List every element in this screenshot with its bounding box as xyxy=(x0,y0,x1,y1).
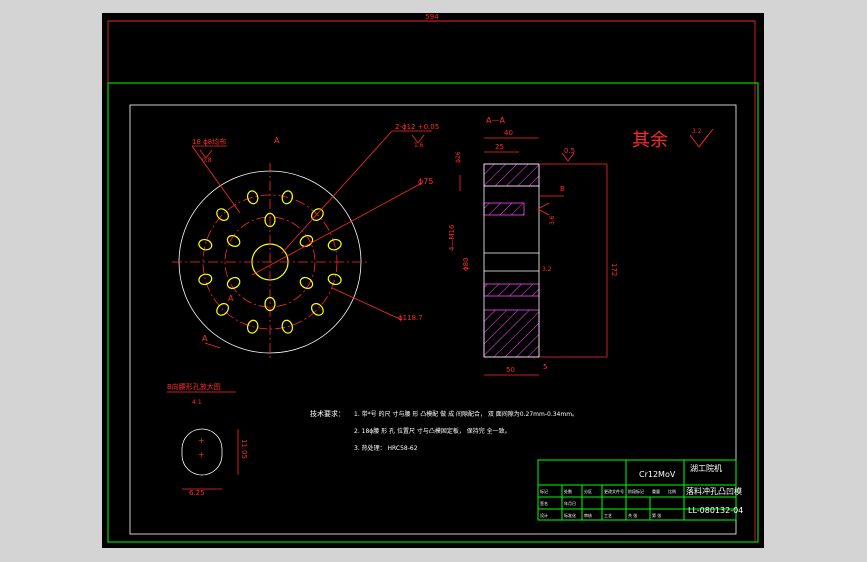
detail-view: B向腰形孔放大图 4:1 + + 6.25 11.05 xyxy=(167,382,248,497)
detail-height: 11.05 xyxy=(240,439,248,459)
top-dimension: 594 xyxy=(425,13,439,21)
pin-hole-note: 2-ϕ12 +0.05 xyxy=(395,123,439,131)
waist-hole xyxy=(216,303,229,316)
dim-0-5: 0.5 xyxy=(564,147,575,155)
dim-25: 25 xyxy=(495,143,504,151)
title-cell: 处数 xyxy=(564,488,572,494)
title-cell: 分区 xyxy=(584,488,592,494)
front-view: 18 ϕ8均布 0.8 2-ϕ12 +0.05 1.6 ϕ75 ϕ118.7 A… xyxy=(172,123,439,361)
hole-note: 18 ϕ8均布 xyxy=(192,137,226,146)
note-item-2: 2. 18ϕ腰 形 孔 位置尺 寸与凸模固定板， 保持完 全一致。 xyxy=(354,427,511,435)
waist-hole xyxy=(246,190,259,205)
note-item-1: 1. 带*号 的尺 寸与腰 形 凸模配 做 成 间隙配合， 双 面间隙为0.27… xyxy=(354,410,578,418)
title-cell: 工艺 xyxy=(604,513,612,518)
section-mark-top: A xyxy=(274,136,280,145)
waist-hole xyxy=(198,238,213,251)
other-roughness-note: 其余 3.2 xyxy=(632,128,714,151)
dim-3-6: 3.6 xyxy=(549,215,556,225)
waist-hole xyxy=(198,273,213,286)
hole-note-roughness: 0.8 xyxy=(202,157,212,164)
cad-drawing-canvas[interactable]: 594 其余 3.2 18 ϕ8均布 0.8 2-ϕ12 +0.05 1.6 ϕ… xyxy=(102,13,764,548)
title-cell: 阶段标记 xyxy=(628,488,644,494)
left-small-dim: ϕ26 xyxy=(455,151,462,163)
section-title: A—A xyxy=(486,116,505,125)
title-part-name: 落料冲孔凸凹模 xyxy=(686,486,742,496)
waist-hole xyxy=(281,190,294,205)
waist-hole xyxy=(264,212,276,228)
waist-hole xyxy=(246,319,259,334)
detail-title: B向腰形孔放大图 xyxy=(167,382,221,391)
detail-mark: A xyxy=(228,294,234,303)
title-cell: 审核 xyxy=(584,512,592,518)
title-cell: 共 张 xyxy=(628,512,637,518)
title-cell: 标记 xyxy=(540,488,548,494)
dia-118: ϕ118.7 xyxy=(398,314,423,322)
title-cell: 标准化 xyxy=(564,512,576,518)
dim-40: 40 xyxy=(504,129,513,137)
waist-hole xyxy=(299,276,314,290)
waist-holes xyxy=(198,190,342,334)
dia-75: ϕ75 xyxy=(418,177,433,186)
title-cell: 年月日 xyxy=(564,500,576,506)
dim-3-2: 3.2 xyxy=(542,266,552,273)
waist-hole xyxy=(226,234,241,248)
waist-hole xyxy=(226,276,241,290)
dim-5: 5 xyxy=(543,363,547,371)
svg-text:+: + xyxy=(198,450,205,459)
title-school: 湖工院机 xyxy=(690,463,722,473)
title-drawing-no: LL-080132-04 xyxy=(688,506,743,515)
title-cell: 重量 xyxy=(652,488,660,494)
waist-hole xyxy=(327,273,342,286)
note-item-3: 3. 热处理： HRC58-62 xyxy=(354,444,418,452)
dim-172: 172 xyxy=(610,263,618,276)
dim-b: B xyxy=(560,185,565,193)
detail-scale: 4:1 xyxy=(192,399,202,406)
dim-4m16: 4—M16 xyxy=(448,224,456,251)
notes-heading: 技术要求： xyxy=(310,409,345,418)
title-cell: 更改文件号 xyxy=(604,488,624,494)
pin-hole-roughness: 1.6 xyxy=(414,142,424,149)
sheet-frame: 594 xyxy=(107,13,759,543)
technical-notes: 技术要求： 1. 带*号 的尺 寸与腰 形 凸模配 做 成 间隙配合， 双 面间… xyxy=(310,409,578,452)
other-note-text: 其余 xyxy=(632,130,668,151)
section-view: A—A 40 25 0.5 172 B 3.6 3.2 50 5 4—M16 ϕ… xyxy=(448,116,618,376)
title-cell: 签名 xyxy=(540,500,548,506)
svg-text:+: + xyxy=(198,436,205,445)
title-cell: 第 张 xyxy=(652,512,661,518)
waist-hole xyxy=(216,208,229,221)
section-mark-bottom: A xyxy=(202,334,208,343)
waist-hole xyxy=(311,303,324,316)
title-block: Cr12MoV 湖工院机 落料冲孔凸凹模 LL-080132-04 标记 处数 … xyxy=(537,459,743,521)
waist-hole xyxy=(264,296,276,312)
title-material: Cr12MoV xyxy=(639,470,676,479)
waist-hole xyxy=(327,238,342,251)
waist-hole xyxy=(299,234,314,248)
detail-width: 6.25 xyxy=(189,489,205,497)
waist-hole xyxy=(281,319,294,334)
other-roughness-value: 3.2 xyxy=(692,128,702,135)
title-cell: 比例 xyxy=(668,488,676,494)
dim-80: ϕ80 xyxy=(462,257,470,271)
title-cell: 设计 xyxy=(540,512,548,518)
dim-50: 50 xyxy=(506,366,515,374)
